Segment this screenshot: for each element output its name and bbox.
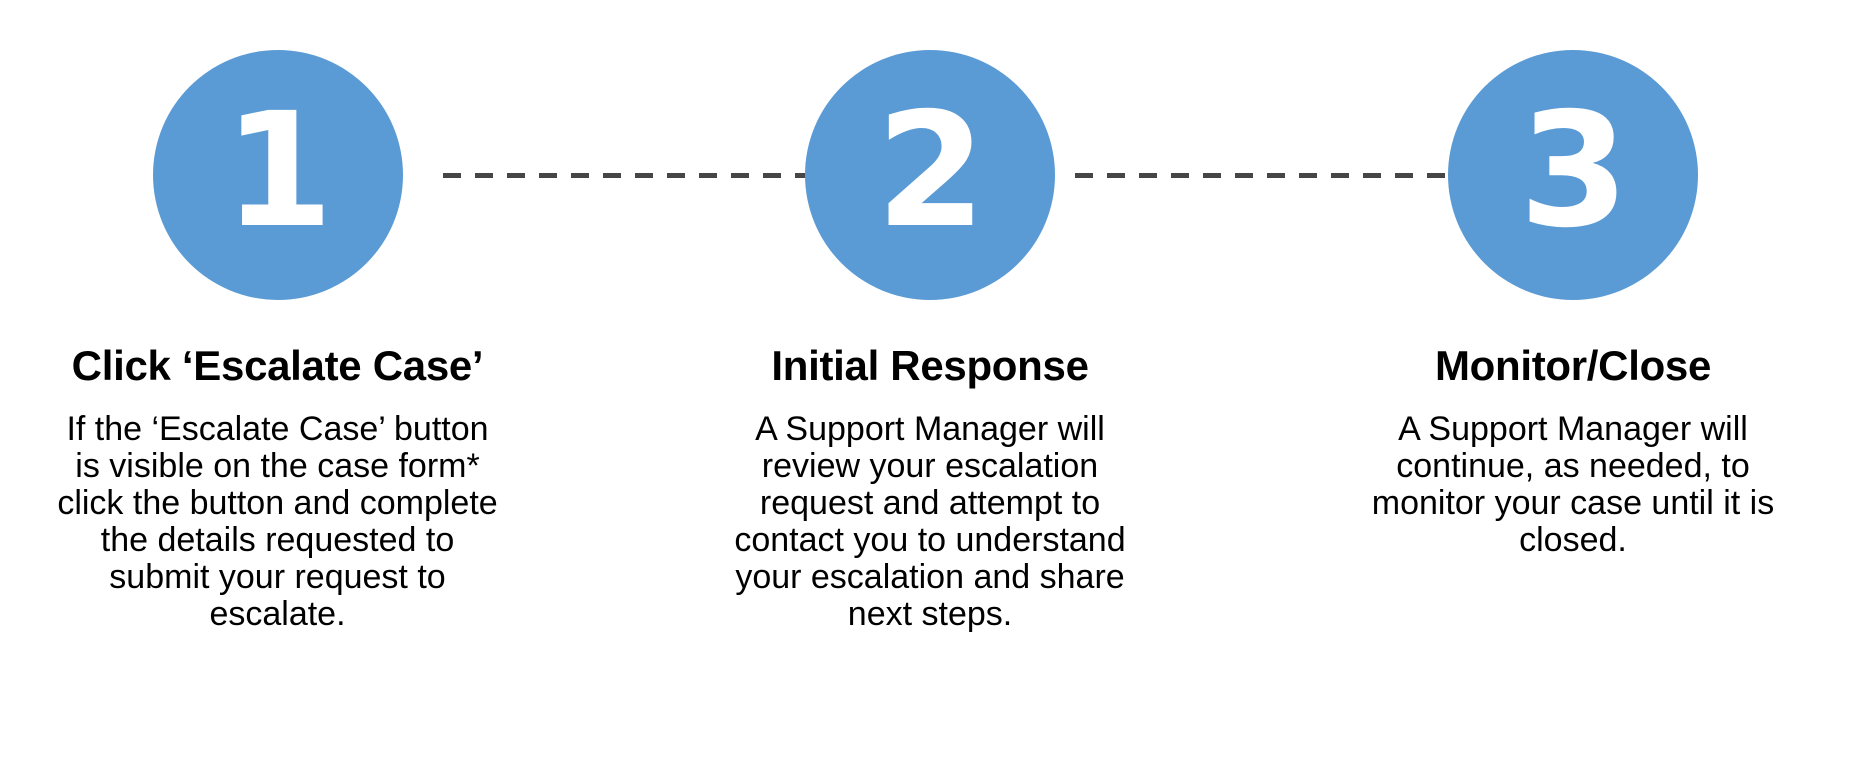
step-number-badge-2: 2 <box>805 50 1055 300</box>
step-description-1: If the ‘Escalate Case’ button is visible… <box>57 410 498 634</box>
step-title-1: Click ‘Escalate Case’ <box>71 342 484 389</box>
step-title-3: Monitor/Close <box>1434 342 1712 389</box>
step-title-2: Initial Response <box>771 342 1089 389</box>
connector-dashed-line-step2-step3 <box>1075 173 1447 178</box>
step-item-3: 3 Monitor/Close A Support Manager will c… <box>1242 0 1864 559</box>
step-description-3: A Support Manager will continue, as need… <box>1371 410 1775 560</box>
step-number-badge-1: 1 <box>152 50 403 300</box>
step-item-2: 2 Initial Response A Support Manager wil… <box>620 0 1242 633</box>
step-item-1: 1 Click ‘Escalate Case’ If the ‘Escalate… <box>0 0 620 633</box>
step-description-2: A Support Manager will review your escal… <box>734 410 1126 634</box>
connector-dashed-line-step1-step2 <box>443 173 807 178</box>
step-number-label-2: 2 <box>876 79 986 263</box>
step-number-badge-3: 3 <box>1448 50 1698 300</box>
step-number-label-1: 1 <box>223 79 334 263</box>
step-number-label-3: 3 <box>1519 79 1629 263</box>
